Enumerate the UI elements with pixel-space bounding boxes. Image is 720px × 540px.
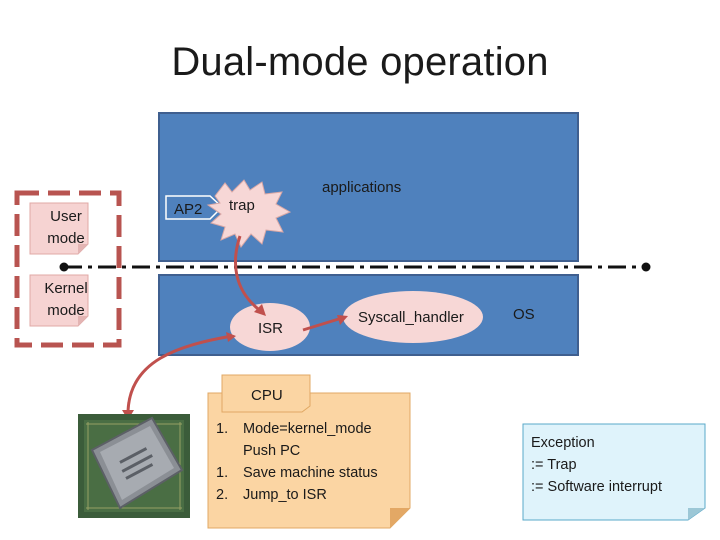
step-marker [216,440,243,462]
cpu-heading-tag [221,374,311,413]
step-marker: 1. [216,421,229,437]
isr-bubble [230,303,310,351]
applications-label: applications [322,179,402,196]
exception-line: := Trap [531,457,577,473]
cpu-heading: CPU [251,387,283,404]
isr-to-syscall-arrow [302,316,343,332]
trap-to-isr-arrow [234,235,263,314]
step-marker: 2. [216,487,229,503]
syscall-bubble [343,291,483,343]
step-text: Push PC [243,443,301,459]
cpu-step: 1. Mode=kernel_mode [216,418,406,440]
exception-note-text: Exception := Trap := Software interrupt [531,432,701,498]
exception-note [522,423,706,521]
step-text: Mode=kernel_mode [243,421,372,437]
trap-starburst [206,179,292,248]
cpu-to-isr-arrow [126,334,233,415]
cpu-step: Push PC [216,440,406,462]
cpu-note [207,392,411,529]
boundary-left-dot [59,262,69,272]
user-mode-label: User mode [47,208,85,247]
ap2-arrow [165,195,224,220]
kernel-mode-label: Kernel mode [44,280,88,319]
os-label: OS [513,306,535,323]
cpu-steps-list: 1. Mode=kernel_mode Push PC 1. Save mach… [216,418,406,506]
step-text: Jump_to ISR [243,487,327,503]
exception-line: := Software interrupt [531,479,662,495]
cpu-step: 1. Save machine status [216,462,406,484]
exception-line: Exception [531,435,595,451]
syscall-handler-label: Syscall_handler [358,309,464,326]
ap2-label: AP2 [174,201,203,218]
cpu-step: 2. Jump_to ISR [216,484,406,506]
boundary-right-dot [641,262,651,272]
page-title: Dual-mode operation [171,40,549,84]
trap-label: trap [229,197,255,214]
isr-label: ISR [258,320,284,337]
step-text: Save machine status [243,465,378,481]
step-marker: 1. [216,465,229,481]
cpu-chip-image [78,414,190,518]
